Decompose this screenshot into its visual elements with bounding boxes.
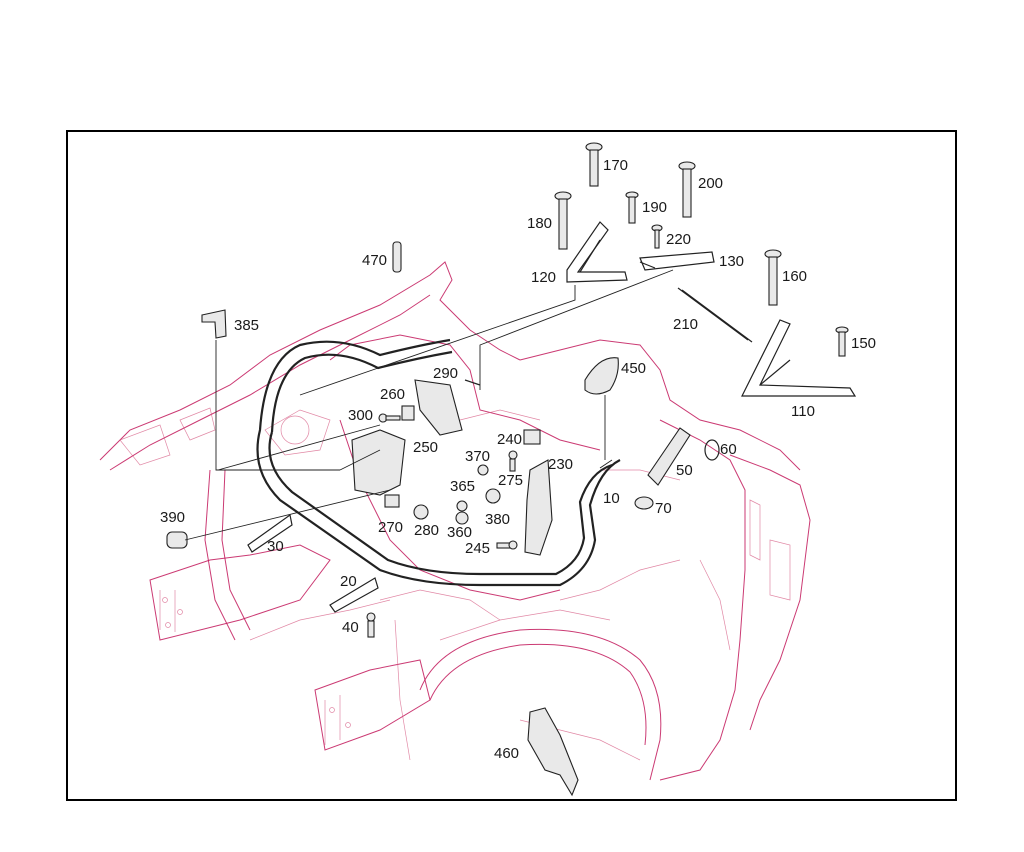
part-200-bolt (678, 161, 696, 218)
callout-210: 210 (673, 316, 698, 333)
part-385-clip (201, 309, 227, 339)
part-290-leader (464, 379, 481, 386)
part-110-hinge-arm (741, 319, 857, 397)
part-260-cover (414, 379, 463, 436)
part-365-washer (456, 500, 468, 512)
part-20-bracket (329, 577, 379, 613)
callout-380: 380 (485, 511, 510, 528)
callout-250: 250 (413, 439, 438, 456)
part-210-rod-edge (681, 289, 753, 343)
part-50-strip (647, 427, 691, 486)
callout-300: 300 (348, 407, 373, 424)
callout-150: 150 (851, 335, 876, 352)
callout-30: 30 (267, 538, 284, 555)
callout-230: 230 (548, 456, 573, 473)
diagram-frame (66, 130, 957, 801)
callout-190: 190 (642, 199, 667, 216)
part-120-hinge-arm (566, 221, 628, 283)
part-60-grommet (704, 439, 720, 461)
part-150-bolt (835, 326, 849, 357)
part-130-hinge-plate (639, 251, 715, 271)
callout-10: 10 (603, 490, 620, 507)
part-360-nut (455, 511, 469, 525)
callout-40: 40 (342, 619, 359, 636)
callout-385: 385 (234, 317, 259, 334)
part-180-bolt (554, 191, 572, 250)
callout-60: 60 (720, 441, 737, 458)
part-220-bolt (651, 224, 663, 249)
callout-110: 110 (791, 403, 815, 420)
part-170-bolt (585, 142, 603, 187)
car-body-outline (99, 261, 811, 781)
part-30-bracket (247, 513, 293, 553)
part-40-bolt (366, 612, 376, 638)
part-390-plug (166, 531, 188, 549)
callout-270: 270 (378, 519, 403, 536)
callout-290: 290 (433, 365, 458, 382)
part-280-nut (413, 504, 429, 520)
callout-360: 360 (447, 524, 472, 541)
part-270-clip (384, 494, 400, 508)
callout-260: 260 (380, 386, 405, 403)
part-275-screw (508, 450, 518, 472)
part-230-panel (524, 459, 553, 556)
part-245-screw (496, 540, 518, 550)
part-190-bolt (625, 191, 639, 224)
callout-370: 370 (465, 448, 490, 465)
part-70-plug (634, 496, 654, 510)
part-450-pad (584, 357, 619, 395)
callout-labels: 470 385 390 30 20 40 300 260 250 290 270… (160, 157, 876, 762)
part-210-rod (677, 287, 749, 341)
callout-130: 130 (719, 253, 744, 270)
callout-450: 450 (621, 360, 646, 377)
part-300-screw (378, 413, 401, 423)
callout-275: 275 (498, 472, 523, 489)
callout-365: 365 (450, 478, 475, 495)
part-460-shield (527, 707, 579, 797)
part-240-clip (523, 429, 541, 445)
part-370-clip (477, 464, 489, 476)
callout-220: 220 (666, 231, 691, 248)
callout-160: 160 (782, 268, 807, 285)
callout-70: 70 (655, 500, 672, 517)
part-250-bracket (351, 429, 406, 496)
callout-245: 245 (465, 540, 490, 557)
leader-lines (184, 269, 674, 541)
callout-50: 50 (676, 462, 693, 479)
callout-20: 20 (340, 573, 357, 590)
part-470-pin (392, 241, 402, 273)
callout-470: 470 (362, 252, 387, 269)
callout-280: 280 (414, 522, 439, 539)
callout-390: 390 (160, 509, 185, 526)
part-160-bolt (764, 249, 782, 306)
callout-180: 180 (527, 215, 552, 232)
callout-460: 460 (494, 745, 519, 762)
callout-200: 200 (698, 175, 723, 192)
trunk-lid-seal (256, 338, 621, 587)
part-260-clip (401, 405, 415, 421)
part-380-plug (485, 488, 501, 504)
callout-120: 120 (531, 269, 556, 286)
callout-240: 240 (497, 431, 522, 448)
callout-170: 170 (603, 157, 628, 174)
